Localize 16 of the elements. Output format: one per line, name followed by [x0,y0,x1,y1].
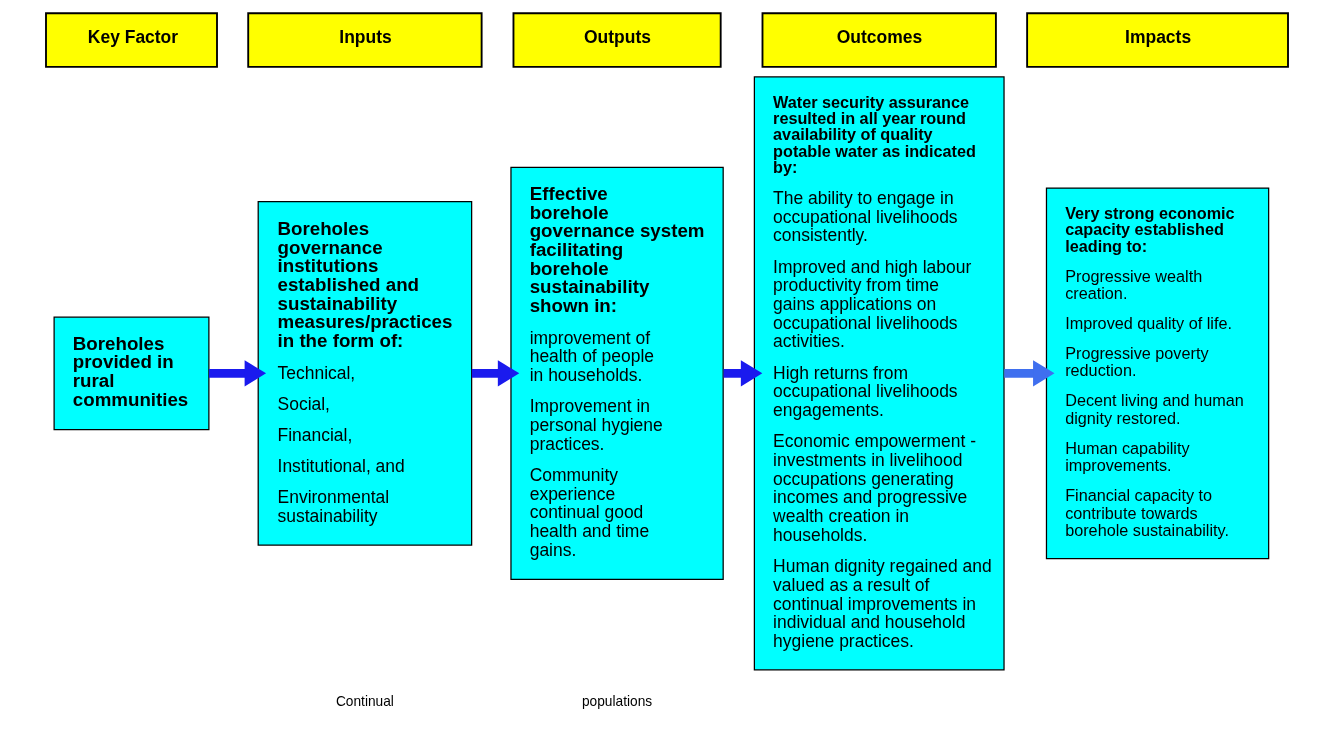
node-box: Very strong economic capacity established leading to: Progressive wealth creation. Improved quality of life. Progressive poverty reduction. Decent living and human dignity restored. Human capability improvements. Financial capacity to contribute towards borehole sustainability. [1045,187,1270,560]
label: Continual [335,693,394,709]
arrow [209,360,267,387]
arrow [723,360,763,387]
node-box: Outputs [512,12,722,68]
node-box: Inputs [247,12,483,68]
node-box: Outcomes [761,12,997,68]
node-box: Boreholes provided in rural communities [53,316,210,431]
node-box: Impacts [1026,12,1289,68]
node-box: Water security assurance resulted in all year round availability of quality potable water as indicated by: The ability to engage in occupational livelihoods consistently. Improved and high labour productivity from time gains applications on occupational livelihoods activities. High returns from occupational livelihoods engagements. Economic empowerment - investments in livelihood occupations generating incomes and progressive wealth creation in households. Human dignity regained and valued as a result of continual improvements in individual and household hygiene practices. [753,76,1005,671]
node-box: Key Factor [45,12,218,68]
node-box: Effective borehole governance system facilitating borehole sustainability shown in: improvement of health of people in households. Improvement in personal hygiene practices. Community experience continual good health and time gains. [510,166,724,580]
arrow [1004,360,1055,387]
arrow [471,360,520,387]
node-box: Boreholes governance institutions established and sustainability measures/practices in the form of: Technical, Social, Financial, Institutional, and Environmental sustainability [257,201,473,546]
label: populations [581,693,653,709]
